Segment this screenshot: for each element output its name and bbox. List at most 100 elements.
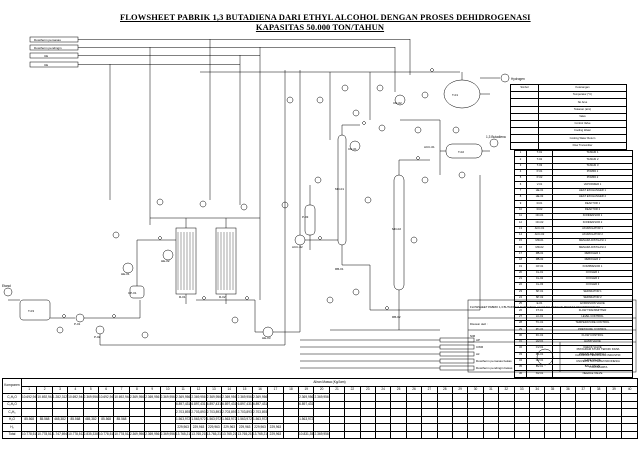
legend-row: Tekanan (atm) — [510, 105, 627, 114]
stream-value — [436, 415, 453, 424]
stream-value — [144, 408, 161, 417]
stream-value: 1.563,972 — [190, 415, 207, 424]
equipment-name: GATE VALVE — [552, 357, 633, 366]
stream-value — [559, 400, 577, 409]
stream-number: 15 — [236, 385, 253, 394]
stream-value — [313, 415, 330, 424]
stream-value: 85.568 — [67, 415, 84, 424]
stream-number: 9 — [144, 385, 161, 394]
tag-he01: HE-01 — [121, 272, 130, 276]
hydrogen-storage-vessel — [443, 79, 481, 109]
stream-value — [451, 415, 469, 424]
stream-number: 21 — [328, 385, 346, 394]
stream-value: 229,963 — [221, 423, 238, 432]
legend-symbol-cell — [510, 127, 539, 136]
utility-box-3 — [29, 52, 79, 59]
stream-value: 2.369,956 — [128, 430, 146, 439]
stream-value — [498, 430, 515, 439]
stream-value — [590, 400, 607, 409]
stream-value — [128, 423, 146, 432]
stream-value — [405, 415, 423, 424]
stream-value — [144, 400, 161, 409]
stream-group-header: Aliran Massa (Kg/Jam) — [21, 378, 638, 387]
legend-desc: Temperatur (°C) — [538, 91, 627, 100]
stream-component-name: C₂H₆O — [2, 393, 22, 402]
stream-value: 10.692,944 — [20, 393, 38, 402]
stream-value: 6.897,431 — [221, 400, 238, 409]
stream-value — [328, 393, 346, 402]
equipment-name: CHECK VALVE — [552, 345, 633, 353]
stream-value — [298, 408, 315, 417]
tag-md01: MD-01 — [335, 187, 344, 191]
stream-value: 10.778,512 — [20, 430, 38, 439]
flowsheet-capacity-subtitle: KAPASITAS 50.000 TON/TAHUN — [255, 22, 385, 32]
stream-number: 18 — [282, 385, 300, 394]
tag-rb01: RB-01 — [335, 267, 344, 271]
stream-value: 2.703,893 — [251, 408, 269, 417]
stream-value: 6.897,431 — [298, 400, 315, 409]
utility-out-box-2 — [439, 344, 475, 350]
stream-value: 13.765,215 — [251, 430, 269, 439]
stream-value — [20, 408, 38, 417]
legend-row: Temperatur (°C) — [510, 91, 627, 100]
stream-value: 2.369,956 — [236, 393, 253, 402]
stream-number: 10 — [159, 385, 176, 394]
stream-number: 1 — [20, 385, 38, 394]
stream-value — [421, 408, 438, 417]
stream-value — [344, 430, 361, 439]
stream-value — [359, 415, 376, 424]
tag-acc02: ACC-02 — [292, 245, 303, 249]
stream-value — [590, 423, 607, 432]
stream-value — [128, 408, 146, 417]
stream-value — [605, 408, 623, 417]
stream-value: 1.747,694 — [51, 430, 69, 439]
stream-number: 19 — [298, 385, 315, 394]
stream-component-header: Komponen — [2, 378, 22, 394]
stream-value — [513, 415, 530, 424]
stream-component-name: C₂H₄O — [2, 400, 22, 409]
stream-value — [282, 423, 300, 432]
legend-symbol-cell — [510, 119, 539, 129]
utility-out-label-2: CWR — [476, 345, 484, 349]
stream-value: 2.369,956 — [190, 393, 207, 402]
stream-value: 229,963 — [190, 423, 207, 432]
stream-value — [482, 393, 500, 402]
stream-value: 10.692,944 — [36, 393, 53, 402]
stream-value — [467, 430, 484, 439]
legend-desc: Cooling Water — [538, 127, 627, 136]
product-label: 1,3 Butadiena — [486, 135, 506, 139]
legend-row: Valve — [510, 112, 627, 121]
stream-value — [82, 423, 99, 432]
stream-value — [390, 393, 407, 402]
stream-value: 1.563,972 — [174, 415, 192, 424]
utility-out-label-3: Air — [476, 352, 480, 356]
stream-value — [559, 423, 577, 432]
stream-number: 17 — [267, 385, 284, 394]
stream-value — [313, 400, 330, 409]
stream-value — [390, 415, 407, 424]
stream-value — [498, 423, 515, 432]
stream-value — [67, 400, 84, 409]
stream-value — [405, 400, 423, 409]
stream-value — [267, 415, 284, 424]
stream-value — [374, 430, 392, 439]
stream-number: 12 — [190, 385, 207, 394]
stream-value — [51, 408, 69, 417]
stream-number: 40 — [621, 385, 638, 394]
stream-value — [590, 430, 607, 439]
stream-number: 7 — [113, 385, 130, 394]
stream-value — [575, 408, 592, 417]
equipment-number: 36 — [514, 370, 527, 378]
stream-number: 5 — [82, 385, 99, 394]
equipment-name: TEMPERATURE CONTROL — [552, 319, 633, 328]
stream-value — [421, 423, 438, 432]
stream-number: 25 — [390, 385, 407, 394]
